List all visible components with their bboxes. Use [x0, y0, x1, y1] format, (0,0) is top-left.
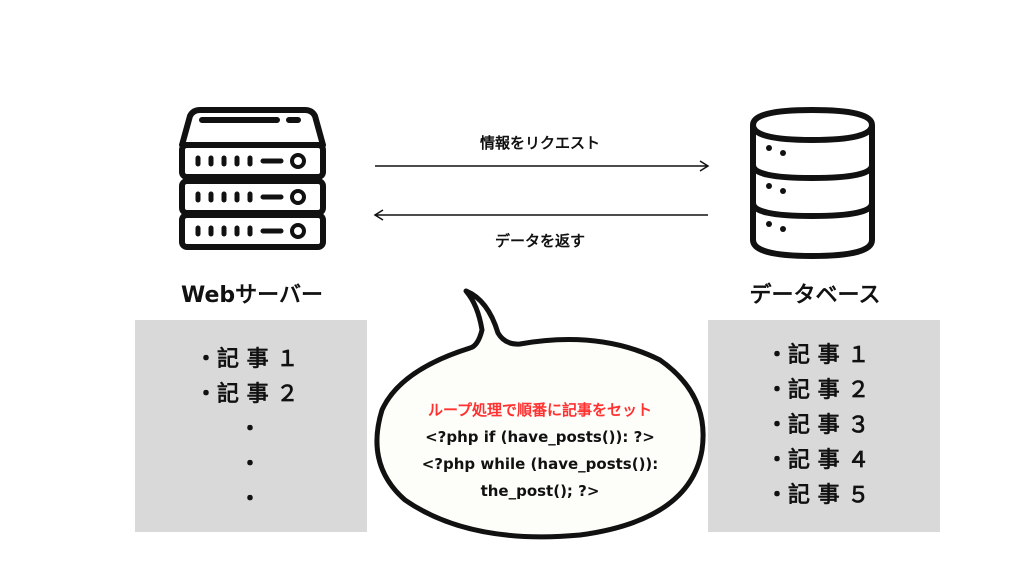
request-label: 情報をリクエスト	[479, 134, 600, 152]
list-item: ・	[239, 452, 262, 477]
server-title: Webサーバー	[181, 283, 323, 308]
list-item: ・	[239, 417, 262, 442]
server-article-list: ・記 事 １ ・記 事 ２ ・ ・ ・	[195, 342, 298, 517]
database-icon	[750, 107, 875, 259]
database-title: データベース	[749, 283, 881, 308]
list-item: ・	[239, 487, 262, 512]
list-item: ・記 事 ３	[766, 413, 870, 438]
request-arrow	[375, 160, 710, 172]
list-item: ・記 事 １	[766, 343, 870, 368]
list-item: ・記 事 １	[195, 347, 299, 372]
response-arrow	[373, 209, 708, 221]
list-item: ・記 事 ２	[766, 378, 870, 403]
database-article-box: ・記 事 １ ・記 事 ２ ・記 事 ３ ・記 事 ４ ・記 事 ５	[708, 320, 940, 532]
database-article-list: ・記 事 １ ・記 事 ２ ・記 事 ３ ・記 事 ４ ・記 事 ５	[766, 338, 869, 513]
code-line: the_post(); ?>	[480, 482, 600, 500]
list-item: ・記 事 ２	[195, 382, 299, 407]
code-line: <?php while (have_posts()):	[421, 455, 659, 473]
response-label: データを返す	[494, 232, 585, 250]
bubble-heading: ループ処理で順番に記事をセット	[427, 401, 653, 419]
list-item: ・記 事 ４	[766, 448, 870, 473]
code-line: <?php if (have_posts()): ?>	[425, 428, 655, 446]
server-icon	[179, 107, 326, 250]
list-item: ・記 事 ５	[766, 483, 870, 508]
speech-bubble	[374, 288, 706, 540]
server-article-box: ・記 事 １ ・記 事 ２ ・ ・ ・	[135, 320, 367, 532]
